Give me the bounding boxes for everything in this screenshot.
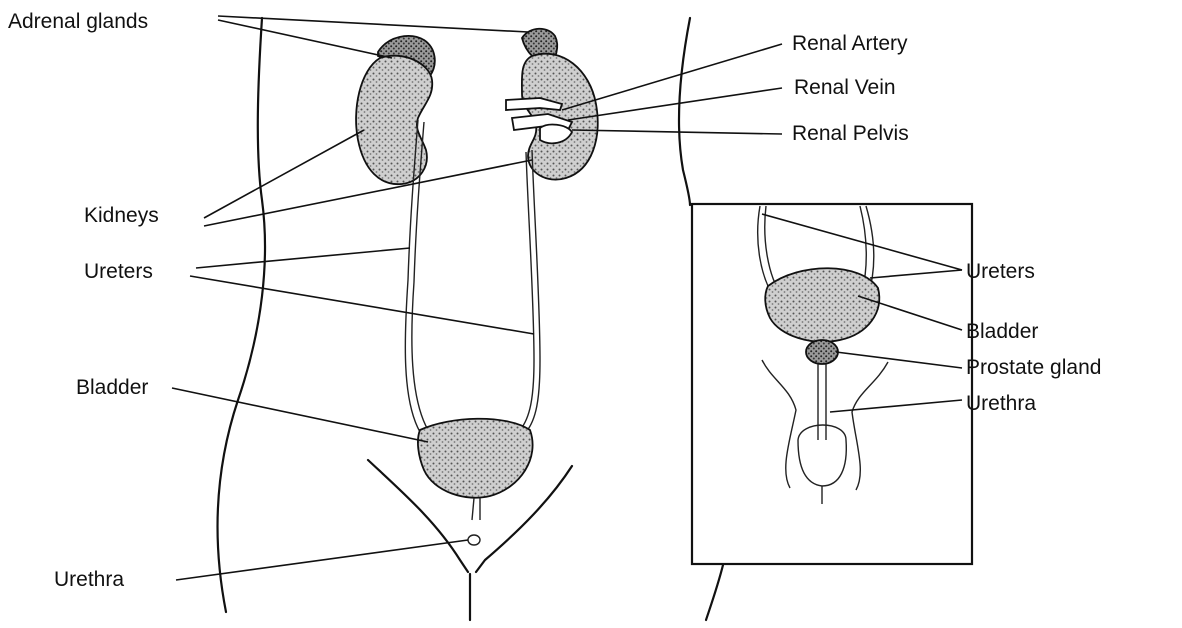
label-inset-bladder: Bladder xyxy=(966,320,1038,343)
label-bladder: Bladder xyxy=(76,376,148,399)
inset-prostate xyxy=(806,340,838,364)
label-adrenal-glands: Adrenal glands xyxy=(8,10,148,33)
bladder-main xyxy=(418,419,533,498)
ureter-right-inner xyxy=(520,152,534,430)
inset-frame xyxy=(692,204,972,564)
label-ureters: Ureters xyxy=(84,260,153,283)
leader-renal-vein xyxy=(568,88,782,120)
label-renal-pelvis: Renal Pelvis xyxy=(792,122,909,145)
leader-ureter-left xyxy=(196,248,410,268)
urethra-opening xyxy=(468,535,480,545)
leader-kidney-left xyxy=(204,130,364,218)
leader-ureter-right xyxy=(190,276,534,334)
label-renal-vein: Renal Vein xyxy=(794,76,896,99)
body-outline-left xyxy=(217,18,265,612)
label-inset-prostate-gland: Prostate gland xyxy=(966,356,1101,379)
label-kidneys: Kidneys xyxy=(84,204,159,227)
leader-renal-pelvis xyxy=(572,130,782,134)
label-renal-artery: Renal Artery xyxy=(792,32,908,55)
body-outline-right xyxy=(679,18,690,205)
leader-kidney-right xyxy=(204,160,532,226)
leader-bladder-main xyxy=(172,388,428,442)
label-inset-ureters: Ureters xyxy=(966,260,1035,283)
urethra-main-tube xyxy=(472,498,480,520)
label-urethra: Urethra xyxy=(54,568,124,591)
leader-adrenal-left xyxy=(218,20,392,58)
label-inset-urethra: Urethra xyxy=(966,392,1036,415)
inset-bladder xyxy=(765,268,879,342)
leader-renal-artery xyxy=(562,44,782,110)
body-outline-right-lower xyxy=(706,565,723,620)
